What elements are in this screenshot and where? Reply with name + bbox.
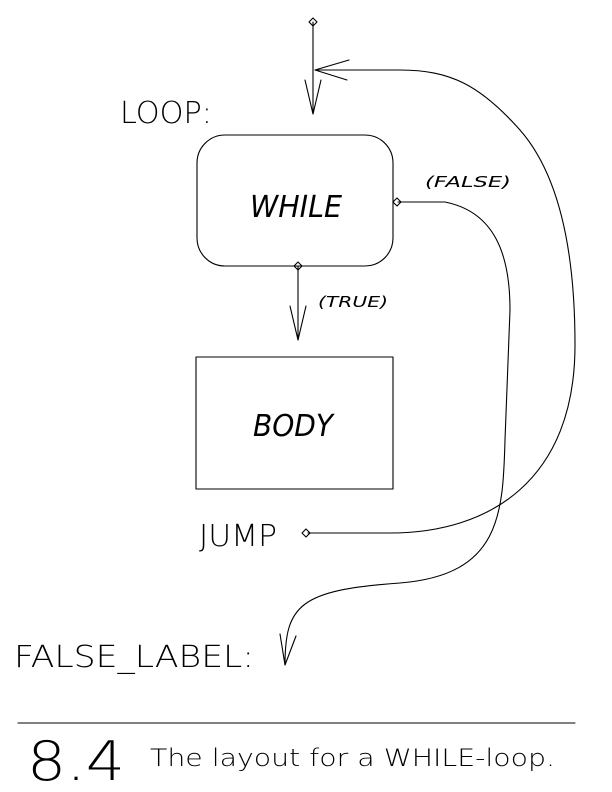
- jump-arrow: [301, 59, 576, 538]
- true-branch-label: (TRUE): [318, 293, 388, 311]
- caption-number: 8.4: [27, 730, 125, 792]
- caption-text: The layout for a WHILE-loop.: [150, 744, 555, 772]
- entry-arrow: [304, 17, 322, 115]
- body-label: BODY: [253, 409, 335, 444]
- while-box: [196, 134, 394, 267]
- false-label-label: FALSE_LABEL:: [14, 640, 254, 675]
- false-branch-label: (FALSE): [425, 173, 511, 191]
- true-arrow: [289, 261, 307, 341]
- loop-label: LOOP:: [120, 96, 212, 131]
- while-label: WHILE: [250, 190, 342, 225]
- body-box: [195, 356, 394, 490]
- false-arrow: [279, 197, 511, 666]
- jump-label: JUMP: [199, 519, 277, 554]
